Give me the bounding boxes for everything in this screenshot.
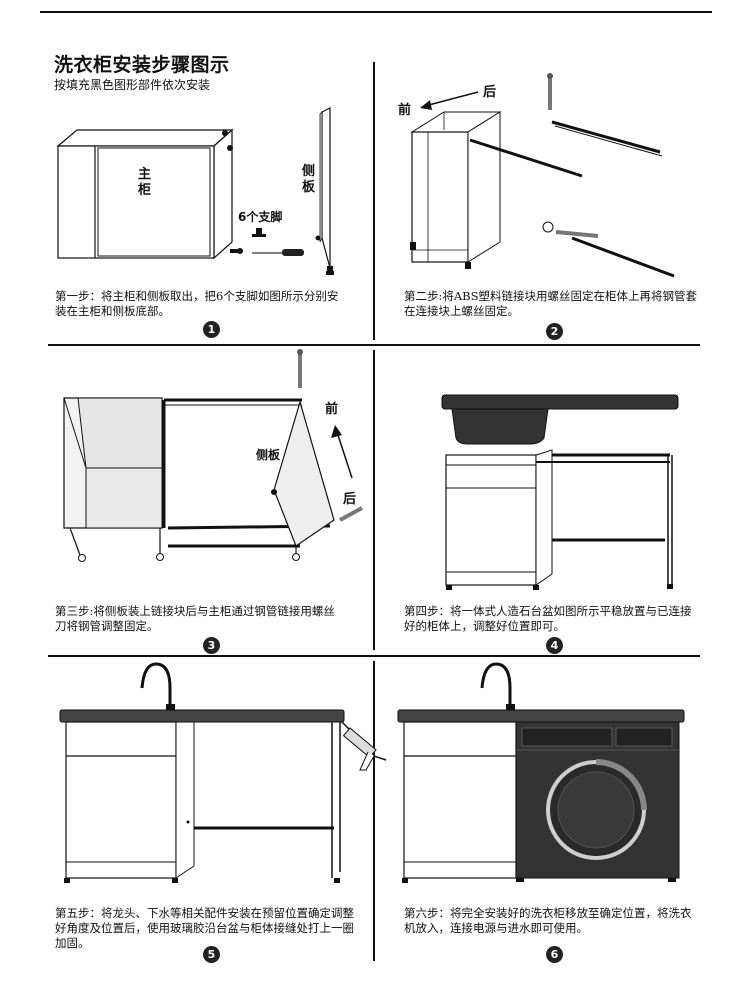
step3-number: 3	[203, 637, 220, 654]
top-rule	[40, 11, 712, 13]
step4-number: 4	[546, 637, 563, 654]
label-side-panel-3: 侧板	[256, 448, 281, 462]
label-feet: 6个支脚	[238, 210, 283, 224]
step4-caption: 第四步：将一体式人造石台盆如图所示平稳放置与已连接好的柜体上，调整好位置即可。	[404, 604, 692, 633]
h-divider-1	[48, 344, 700, 346]
label-front-3: 前	[325, 402, 339, 417]
step6-number: 6	[546, 946, 563, 963]
step2-caption: 第二步:将ABS塑料链接块用螺丝固定在柜体上再将钢管套在连接块上螺丝固定。	[404, 289, 698, 318]
h-divider-2	[48, 655, 700, 657]
label-back: 后	[483, 85, 497, 100]
v-divider-3	[373, 661, 375, 961]
step1-number: 1	[203, 321, 220, 338]
step6-caption: 第六步：将完全安装好的洗衣柜移放至确定位置，将洗衣机放入，连接电源与进水即可使用…	[404, 906, 692, 935]
label-back-3: 后	[343, 492, 357, 507]
label-front: 前	[398, 103, 412, 118]
step3-caption: 第三步:将侧板装上链接块后与主柜通过钢管链接用螺丝刀将钢管调整固定。	[55, 604, 335, 633]
page-title: 洗衣柜安装步骤图示	[54, 54, 230, 76]
step5-caption: 第五步：将龙头、下水等相关配件安装在预留位置确定调整好角度及位置后，使用玻璃胶沿…	[55, 906, 354, 950]
v-divider-1	[373, 62, 375, 340]
v-divider-2	[373, 350, 375, 650]
step2-number: 2	[546, 323, 563, 340]
label-side-panel: 侧板	[302, 164, 316, 195]
step1-caption: 第一步：将主柜和侧板取出，把6个支脚如图所示分别安装在主柜和侧板底部。	[55, 289, 339, 318]
label-main-cabinet: 主柜	[138, 167, 152, 198]
step5-number: 5	[203, 946, 220, 963]
page-subtitle: 按填充黑色图形部件依次安装	[54, 78, 211, 92]
